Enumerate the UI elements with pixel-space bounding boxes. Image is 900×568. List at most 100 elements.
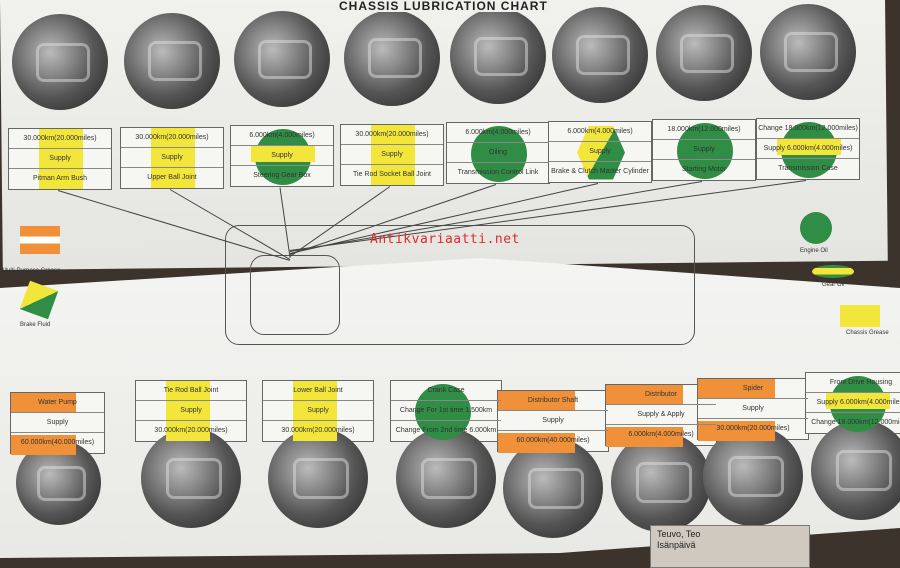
part-photo xyxy=(141,428,241,528)
card-interval: Change 18.000km(12.000miles) xyxy=(757,119,859,139)
top-chart-card: Change 18.000km(12.000miles)Supply 6.000… xyxy=(756,117,860,180)
card-action: Supply xyxy=(231,146,333,166)
card-part: Pitman Arm Bush xyxy=(32,175,88,182)
card-action: Supply xyxy=(498,411,608,431)
card-interval: Change From 2nd time 6.000km xyxy=(395,427,497,434)
card-action: Supply 6.000km(4.000miles) xyxy=(806,393,900,413)
card-action: Oiling xyxy=(447,143,549,163)
card-part: Starting Motor xyxy=(682,166,726,173)
chassis-grease-marker xyxy=(166,381,210,441)
price-sticker: Teuvo, Teo Isänpäivä xyxy=(650,525,810,568)
legend-chassis-grease: Chassis Grease xyxy=(846,330,889,336)
part-photo xyxy=(656,5,752,101)
part-photo xyxy=(344,9,440,106)
card-interval: Change 18.000km(12.000miles) xyxy=(811,419,900,426)
part-photo xyxy=(396,428,496,528)
card-part: Crank Case xyxy=(391,381,501,401)
card-part: Distributor Shaft xyxy=(498,391,608,411)
card-interval: 30.000km(20.000miles) xyxy=(341,125,443,145)
gear-oil-swatch xyxy=(812,265,854,278)
card-interval: 60.000km(40.000miles) xyxy=(20,439,95,446)
gear-oil-band xyxy=(251,146,315,162)
card-interval: 6.000km(4.000miles) xyxy=(231,126,333,146)
card-part: Transmission Case xyxy=(778,164,838,172)
card-action: Supply xyxy=(11,413,104,433)
card-interval: 6.000km(4.000miles) xyxy=(628,431,694,438)
engine-oil-swatch xyxy=(800,212,832,244)
sticker-name: Teuvo, Teo xyxy=(657,529,701,539)
card-part: Distributor xyxy=(606,385,716,405)
part-photo xyxy=(12,14,108,110)
card-part: Steering Gear Box xyxy=(253,172,311,179)
oil-marker xyxy=(471,126,527,182)
legend-engine-oil: Engine Oil xyxy=(800,248,828,254)
legend-gear-oil: Gear Oil xyxy=(822,282,845,288)
card-action: Supply xyxy=(121,148,223,168)
card-part: Tie Rod Ball Joint xyxy=(136,381,246,401)
multi-purpose-grease-swatch xyxy=(20,226,60,254)
card-part: Transmission Control Link xyxy=(457,169,539,176)
card-interval: 6.000km(4.000miles) xyxy=(447,123,549,143)
legend-brake-fluid: Brake Fluid xyxy=(20,322,51,328)
card-interval: 18.000km(12.000miles) xyxy=(653,120,755,140)
card-action: Supply xyxy=(9,149,111,169)
engine-diagram xyxy=(250,255,340,335)
card-part: Front Drive Housing xyxy=(806,373,900,393)
card-action: Supply xyxy=(341,145,443,165)
card-interval: 30.000km(20.000miles) xyxy=(154,427,228,434)
part-photo xyxy=(703,426,803,526)
card-interval: 60.000km(40.000miles) xyxy=(516,437,590,444)
gear-oil-band xyxy=(826,393,890,409)
card-interval: 30.000km(20.000miles) xyxy=(9,129,111,149)
card-action: Supply xyxy=(263,401,373,421)
card-part: Upper Ball Joint xyxy=(147,173,197,181)
watermark: Antikvariaatti.net xyxy=(370,232,520,247)
multi-purpose-grease-marker xyxy=(498,391,575,411)
multi-purpose-grease-marker xyxy=(11,393,77,413)
chassis-grease-swatch xyxy=(840,305,880,327)
card-action: Supply xyxy=(136,401,246,421)
card-action: Supply 6.000km(4.000miles) xyxy=(757,139,859,159)
chart-title: CHASSIS LUBRICATION CHART xyxy=(336,0,551,12)
multi-purpose-grease-marker xyxy=(11,435,77,455)
multi-purpose-grease-marker xyxy=(498,433,575,453)
card-action: Supply & Apply xyxy=(606,405,716,425)
card-interval: 6.000km(4.000miles) xyxy=(549,122,651,142)
multi-purpose-grease-marker xyxy=(606,385,683,405)
oil-marker xyxy=(677,123,733,179)
chassis-grease-marker xyxy=(39,129,83,189)
part-photo xyxy=(611,432,711,532)
card-interval: 30.000km(20.000miles) xyxy=(281,427,355,434)
sticker-tag: Isänpäivä xyxy=(657,540,696,550)
card-part: Spider xyxy=(698,379,808,399)
card-action: Supply xyxy=(698,399,808,419)
part-photo xyxy=(503,438,603,538)
card-action: Change For 1st time 1.500km xyxy=(391,401,501,421)
part-photo xyxy=(450,8,546,104)
legend-multi-purpose-grease: Multi-Purpose Grease xyxy=(2,268,61,274)
card-part: Lower Ball Joint xyxy=(263,381,373,401)
card-part: Tie Rod Socket Ball Joint xyxy=(353,170,431,178)
part-photo xyxy=(552,6,648,103)
multi-purpose-grease-marker xyxy=(698,379,775,399)
gear-oil-band xyxy=(777,138,841,155)
multi-purpose-grease-marker xyxy=(698,421,775,441)
part-photo xyxy=(268,428,368,528)
part-photo xyxy=(234,11,330,107)
chassis-grease-marker xyxy=(151,127,195,188)
part-photo xyxy=(760,3,856,100)
